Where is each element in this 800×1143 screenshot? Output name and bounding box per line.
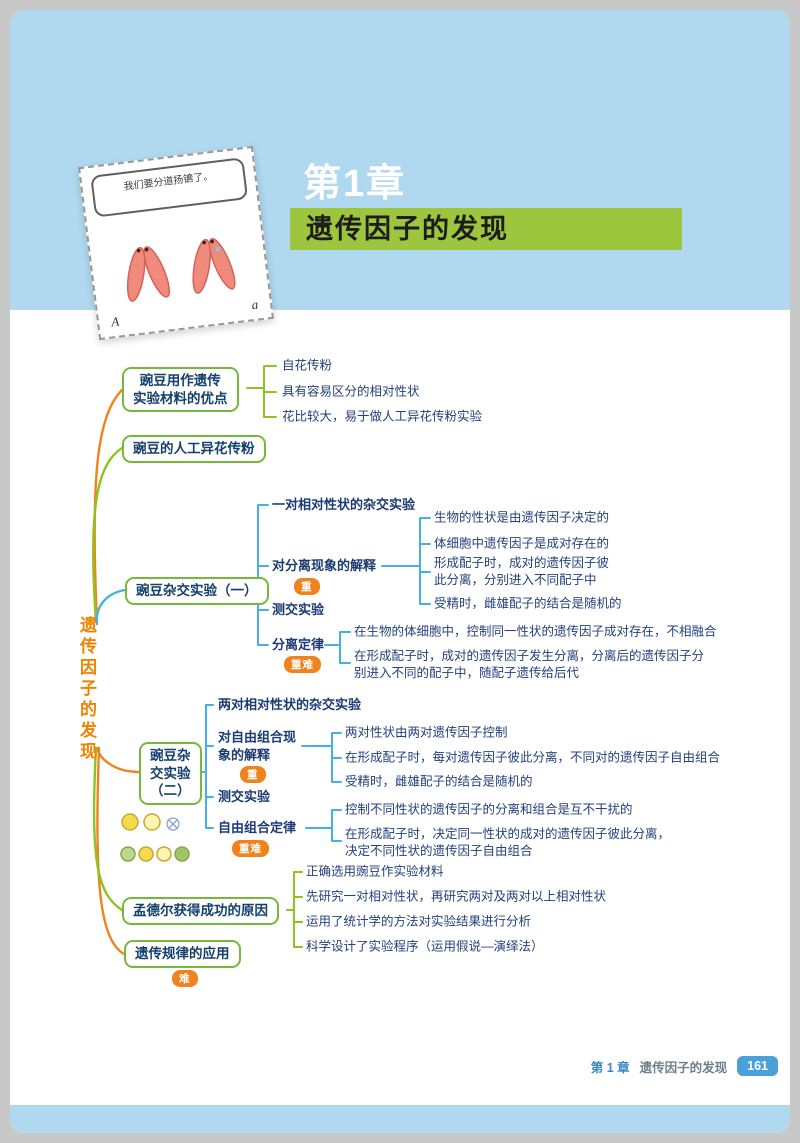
pea-cross-illustration bbox=[120, 813, 190, 862]
page-card: 我们要分道扬镳了。 A bbox=[10, 10, 790, 1133]
leaf: 具有容易区分的相对性状 bbox=[282, 384, 420, 399]
leaf: 受精时，雌雄配子的结合是随机的 bbox=[434, 596, 622, 611]
branch-node-experiment-one: 豌豆杂交实验（一） bbox=[125, 577, 269, 605]
tear-drop bbox=[215, 246, 221, 252]
leaf: 生物的性状是由遗传因子决定的 bbox=[434, 510, 610, 525]
subtopic-label: 两对相对性状的杂交实验 bbox=[218, 697, 362, 713]
chapter-illustration: 我们要分道扬镳了。 A bbox=[78, 145, 274, 341]
chapter-title: 遗传因子的发现 bbox=[306, 214, 509, 244]
branch-node-law-application: 遗传规律的应用 bbox=[124, 940, 241, 968]
leaf: 在形成配子时，成对的遗传因子发生分离，分离后的遗传因子分 别进入不同的配子中，随… bbox=[354, 649, 705, 680]
chapter-title-bar: 遗传因子的发现 bbox=[290, 208, 682, 250]
importance-badge: 重难 bbox=[284, 656, 321, 673]
importance-badge: 重 bbox=[240, 766, 266, 783]
branch-node-experiment-two: 豌豆杂 交实验 （二） bbox=[139, 742, 202, 805]
leaf: 两对性状由两对遗传因子控制 bbox=[345, 725, 508, 740]
subtopic-label: 测交实验 bbox=[218, 789, 271, 805]
subtopic-label: 对分离现象的解释 bbox=[272, 558, 377, 574]
leaf: 花比较大，易于做人工异花传粉实验 bbox=[282, 409, 483, 424]
subtopic-label: 自由组合定律 bbox=[218, 820, 297, 836]
chapter-kicker: 第1章 bbox=[303, 163, 407, 205]
branch-node-artificial-pollination: 豌豆的人工异花传粉 bbox=[122, 435, 266, 463]
leaf: 控制不同性状的遗传因子的分离和组合是互不干扰的 bbox=[345, 802, 633, 817]
footer: 第 1 章 遗传因子的发现 161 bbox=[591, 1056, 778, 1076]
leaf: 正确选用豌豆作实验材料 bbox=[306, 864, 444, 879]
subtopic-label: 测交实验 bbox=[272, 602, 325, 618]
leaf: 体细胞中遗传因子是成对存在的 bbox=[434, 536, 610, 551]
importance-badge: 重 bbox=[294, 578, 320, 595]
leaf: 形成配子时，成对的遗传因子彼 此分离，分别进入不同配子中 bbox=[434, 556, 610, 587]
footer-chapter: 第 1 章 bbox=[590, 1060, 630, 1075]
leaf: 自花传粉 bbox=[282, 358, 333, 373]
subtopic-label: 分离定律 bbox=[272, 637, 325, 653]
importance-badge: 重难 bbox=[232, 840, 269, 857]
page-number-badge: 161 bbox=[737, 1056, 778, 1076]
leaf: 先研究一对相对性状，再研究两对及两对以上相对性状 bbox=[306, 889, 607, 904]
branch-node-mendel-success: 孟德尔获得成功的原因 bbox=[122, 897, 279, 925]
chromosome-pair-illustration bbox=[126, 238, 236, 302]
leaf: 在形成配子时，每对遗传因子彼此分离，不同对的遗传因子自由组合 bbox=[345, 750, 721, 765]
leaf: 在形成配子时，决定同一性状的成对的遗传因子彼此分离， 决定不同性状的遗传因子自由… bbox=[345, 827, 671, 858]
branch-node-pea-advantages: 豌豆用作遗传 实验材料的优点 bbox=[122, 367, 239, 413]
subtopic-label: 对自由组合现 象的解释 bbox=[218, 729, 297, 762]
leaf: 在生物的体细胞中，控制同一性状的遗传因子成对存在，不相融合 bbox=[354, 624, 717, 639]
root-node: 遗传因子的发现 bbox=[77, 616, 96, 763]
importance-badge: 难 bbox=[172, 970, 198, 987]
footer-title: 遗传因子的发现 bbox=[639, 1060, 728, 1075]
bottom-bar bbox=[10, 1105, 790, 1133]
subtopic-label: 一对相对性状的杂交实验 bbox=[272, 497, 416, 513]
leaf: 受精时，雌雄配子的结合是随机的 bbox=[345, 774, 533, 789]
leaf: 科学设计了实验程序（运用假说—演绎法） bbox=[306, 939, 544, 954]
leaf: 运用了统计学的方法对实验结果进行分析 bbox=[306, 914, 532, 929]
